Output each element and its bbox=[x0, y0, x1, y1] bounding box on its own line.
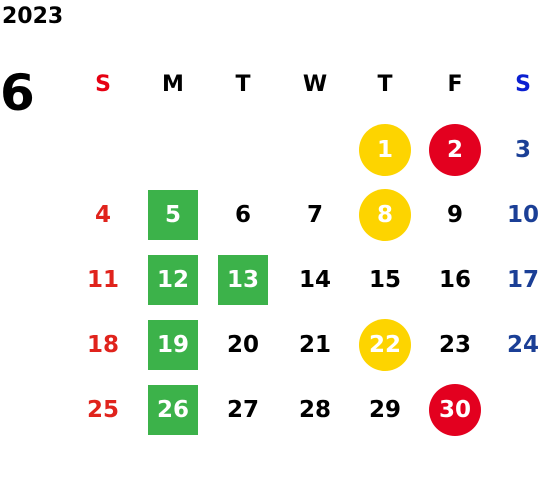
day-number: 17 bbox=[506, 266, 539, 293]
day-number: 13 bbox=[218, 255, 268, 305]
day-cell: 10 bbox=[488, 190, 548, 240]
day-cell: 5 bbox=[138, 190, 208, 240]
day-number: 6 bbox=[234, 201, 251, 228]
day-cell: 21 bbox=[280, 320, 350, 370]
weekday-header-sun: S bbox=[95, 72, 111, 97]
day-cell: 11 bbox=[68, 255, 138, 305]
weekday-header-row: S M T W T F S bbox=[68, 60, 548, 110]
day-cell: 25 bbox=[68, 385, 138, 435]
empty-day-cell bbox=[208, 125, 278, 175]
day-number: 2 bbox=[429, 124, 481, 176]
day-number: 15 bbox=[368, 266, 401, 293]
calendar-month: 6 bbox=[0, 64, 35, 122]
day-number: 4 bbox=[94, 201, 111, 228]
day-number: 20 bbox=[226, 331, 259, 358]
day-cell: 1 bbox=[350, 124, 420, 176]
day-cell: 19 bbox=[138, 320, 208, 370]
day-cell: 23 bbox=[420, 320, 490, 370]
day-number: 16 bbox=[438, 266, 471, 293]
day-cell: 8 bbox=[350, 189, 420, 241]
day-cell: 9 bbox=[420, 190, 490, 240]
week-row: 25 26 27 28 29 30 bbox=[68, 384, 548, 436]
day-number: 25 bbox=[86, 396, 119, 423]
day-cell: 13 bbox=[208, 255, 278, 305]
day-cell: 4 bbox=[68, 190, 138, 240]
day-cell: 18 bbox=[68, 320, 138, 370]
day-number: 5 bbox=[148, 190, 198, 240]
day-number: 1 bbox=[359, 124, 411, 176]
empty-day-cell bbox=[280, 125, 350, 175]
week-row: 4 5 6 7 8 9 10 bbox=[68, 189, 548, 241]
empty-day-cell bbox=[138, 125, 208, 175]
day-cell: 29 bbox=[350, 385, 420, 435]
empty-day-cell bbox=[68, 125, 138, 175]
day-number: 11 bbox=[86, 266, 119, 293]
day-number: 9 bbox=[446, 201, 463, 228]
day-cell: 20 bbox=[208, 320, 278, 370]
weekday-header-tue: T bbox=[235, 72, 251, 97]
day-cell: 12 bbox=[138, 255, 208, 305]
day-cell: 2 bbox=[420, 124, 490, 176]
day-cell: 6 bbox=[208, 190, 278, 240]
day-number: 28 bbox=[298, 396, 331, 423]
day-cell: 30 bbox=[420, 384, 490, 436]
day-number: 22 bbox=[359, 319, 411, 371]
weekday-header-fri: F bbox=[447, 72, 463, 97]
day-cell: 22 bbox=[350, 319, 420, 371]
week-row: 18 19 20 21 22 23 24 bbox=[68, 319, 548, 371]
day-number: 19 bbox=[148, 320, 198, 370]
day-number: 7 bbox=[306, 201, 323, 228]
day-number: 10 bbox=[506, 201, 539, 228]
empty-day-cell bbox=[488, 385, 548, 435]
day-number: 29 bbox=[368, 396, 401, 423]
weekday-header-mon: M bbox=[162, 72, 184, 97]
day-cell: 24 bbox=[488, 320, 548, 370]
day-number: 26 bbox=[148, 385, 198, 435]
day-cell: 14 bbox=[280, 255, 350, 305]
day-cell: 26 bbox=[138, 385, 208, 435]
day-number: 24 bbox=[506, 331, 539, 358]
day-number: 8 bbox=[359, 189, 411, 241]
day-cell: 7 bbox=[280, 190, 350, 240]
day-cell: 15 bbox=[350, 255, 420, 305]
day-cell: 27 bbox=[208, 385, 278, 435]
weekday-header-sat: S bbox=[515, 72, 531, 97]
day-number: 27 bbox=[226, 396, 259, 423]
weekday-header-wed: W bbox=[302, 72, 328, 97]
day-number: 23 bbox=[438, 331, 471, 358]
day-number: 30 bbox=[429, 384, 481, 436]
week-row: 11 12 13 14 15 16 17 bbox=[68, 255, 548, 305]
day-cell: 17 bbox=[488, 255, 548, 305]
calendar-year: 2023 bbox=[2, 4, 64, 29]
day-number: 12 bbox=[148, 255, 198, 305]
day-number: 21 bbox=[298, 331, 331, 358]
day-cell: 28 bbox=[280, 385, 350, 435]
weekday-header-thu: T bbox=[377, 72, 393, 97]
day-cell: 16 bbox=[420, 255, 490, 305]
day-number: 3 bbox=[514, 136, 531, 163]
day-number: 18 bbox=[86, 331, 119, 358]
day-cell: 3 bbox=[488, 125, 548, 175]
day-number: 14 bbox=[298, 266, 331, 293]
